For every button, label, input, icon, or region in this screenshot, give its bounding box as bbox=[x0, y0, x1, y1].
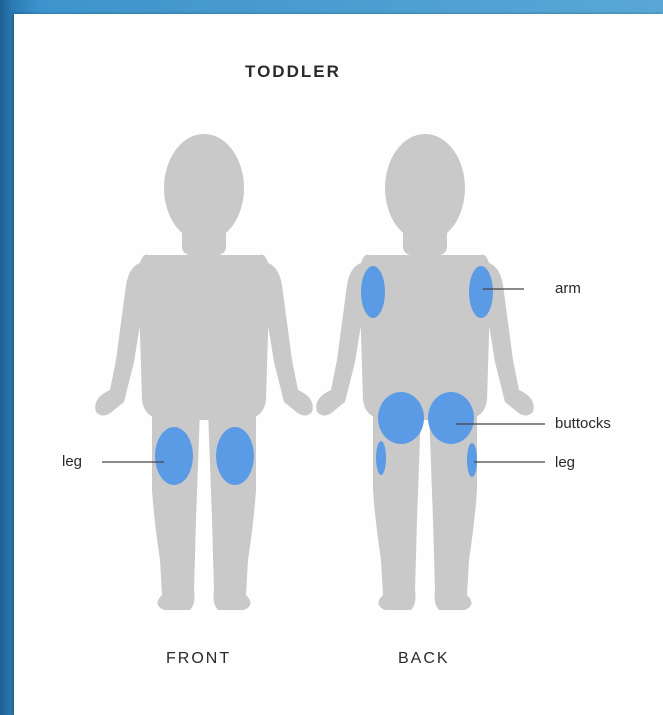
front-left-leg-site bbox=[155, 427, 193, 485]
back-right-arm-site bbox=[469, 266, 493, 318]
front-body-silhouette bbox=[95, 134, 312, 610]
back-left-leg-site bbox=[376, 441, 386, 475]
back-right-leg-site bbox=[467, 443, 477, 477]
back-left-arm-site bbox=[361, 266, 385, 318]
back-right-buttock-site bbox=[428, 392, 474, 444]
back-leg-label: leg bbox=[555, 454, 575, 471]
front-right-leg-site bbox=[216, 427, 254, 485]
back-left-buttock-site bbox=[378, 392, 424, 444]
buttocks-label: buttocks bbox=[555, 415, 611, 432]
arm-label: arm bbox=[555, 280, 581, 297]
back-view-label: BACK bbox=[398, 650, 450, 668]
back-body-silhouette bbox=[316, 134, 533, 610]
front-view-label: FRONT bbox=[166, 650, 231, 668]
front-leg-label: leg bbox=[62, 453, 82, 470]
